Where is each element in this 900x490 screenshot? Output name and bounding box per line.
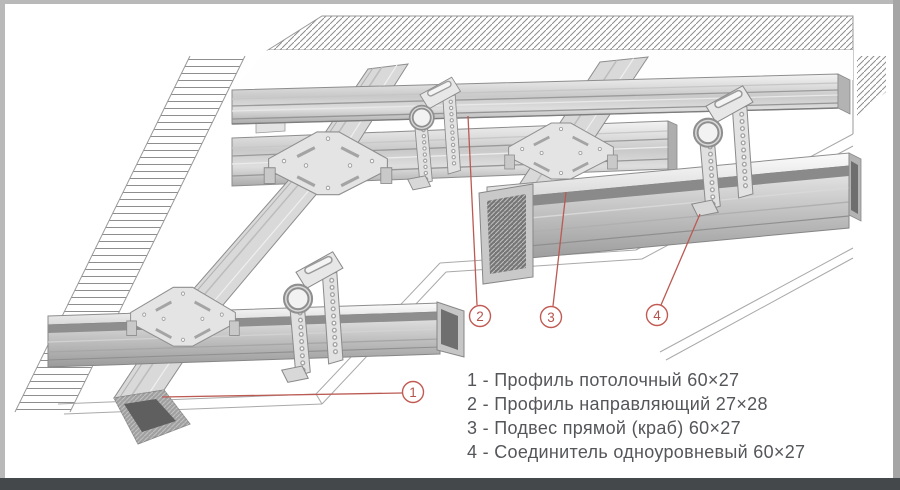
callout-2-number: 2 [476,309,484,324]
legend-line-2: 2 - Профиль направляющий 27×28 [467,394,768,414]
legend-line-4: 4 - Соединитель одноуровневый 60×27 [467,442,805,462]
profile-open-end-right [436,301,465,358]
slab-corner-hatching [857,56,886,116]
callout-1: 1 [401,380,425,404]
callout-3: 3 [539,305,563,329]
legend-line-1: 1 - Профиль потолочный 60×27 [467,370,739,390]
ceiling-profile-back [231,73,851,125]
profile-open-end [478,183,534,285]
callout-circles: 1 2 3 4 [401,303,669,404]
callout-2: 2 [468,304,492,328]
callout-3-number: 3 [547,310,555,325]
callout-leader-2 [467,115,478,306]
callout-4-number: 4 [653,308,661,323]
callout-leaders [161,115,701,398]
callout-1-number: 1 [409,385,417,400]
ceiling-profile-front-right [478,152,862,285]
callout-leader-1 [161,392,403,398]
callout-leader-3 [552,191,567,307]
callout-4: 4 [645,303,669,327]
profile-cut-end [113,389,191,445]
legend-line-3: 3 - Подвес прямой (краб) 60×27 [467,418,741,438]
bottom-bar [0,478,900,490]
legend: 1 - Профиль потолочный 60×27 2 - Профиль… [467,370,805,462]
callout-leader-4 [660,213,701,306]
